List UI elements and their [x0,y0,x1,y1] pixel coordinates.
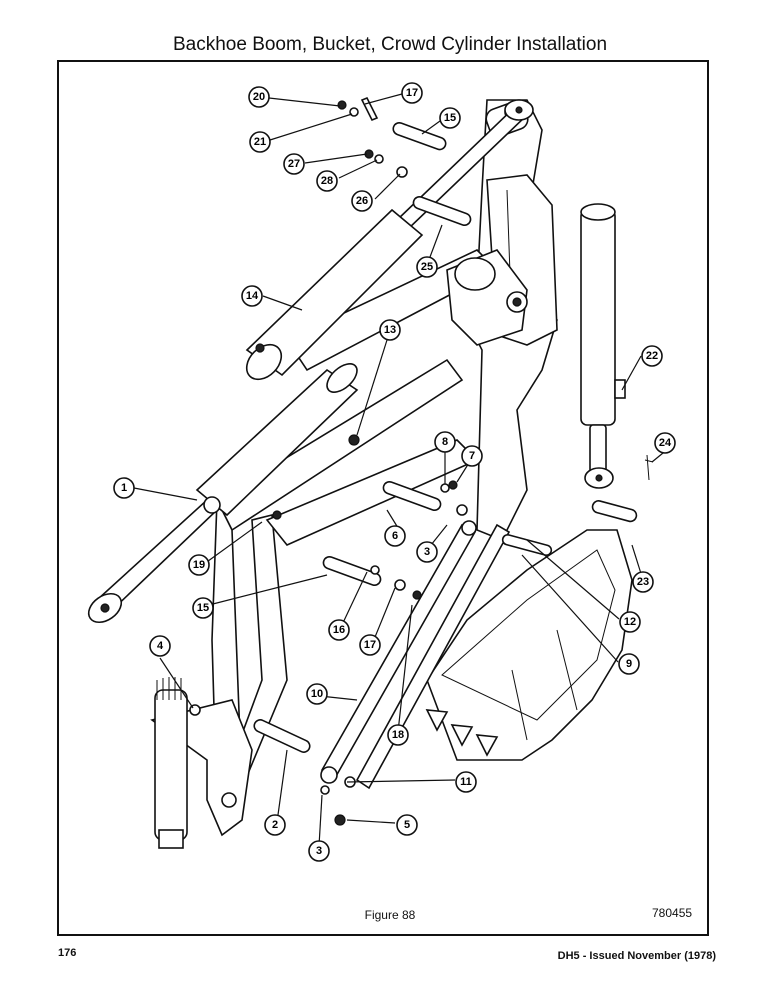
drawing-number: 780455 [652,906,693,920]
svg-text:12: 12 [624,616,636,628]
page-title: Backhoe Boom, Bucket, Crowd Cylinder Ins… [172,34,608,55]
callout-13: 13 [379,319,401,341]
svg-text:23: 23 [637,576,649,588]
svg-text:20: 20 [253,91,265,103]
svg-text:10: 10 [311,688,323,700]
bucket [425,529,633,761]
callout-24: 24 [654,432,676,454]
exploded-parts-diagram: 20 17 21 15 27 28 26 25 14 13 22 8 7 24 … [87,82,676,862]
callout-15: 15 [439,107,461,129]
bucket-links [320,520,511,790]
callout-8: 8 [434,431,456,453]
svg-text:2: 2 [272,819,278,831]
callout-3: 3 [308,840,330,862]
svg-text:26: 26 [356,195,368,207]
crowd-cylinder [245,99,534,381]
svg-text:18: 18 [392,729,404,741]
callout-4: 4 [149,635,171,657]
svg-text:3: 3 [424,546,430,558]
callout-17: 17 [401,82,423,104]
callout-14: 14 [241,285,263,307]
svg-text:1: 1 [121,482,127,494]
callout-3: 3 [416,541,438,563]
svg-text:3: 3 [316,845,322,857]
callout-5: 5 [396,814,418,836]
svg-text:14: 14 [246,290,259,302]
svg-text:28: 28 [321,175,333,187]
svg-text:22: 22 [646,350,658,362]
swing-casting [150,677,253,849]
svg-text:25: 25 [421,261,433,273]
callout-2: 2 [264,814,286,836]
svg-text:15: 15 [444,112,456,124]
callout-23: 23 [632,571,654,593]
callout-9: 9 [618,653,640,675]
callout-1: 1 [113,477,135,499]
callout-10: 10 [306,683,328,705]
svg-text:13: 13 [384,324,396,336]
svg-text:5: 5 [404,819,410,831]
callout-15: 15 [192,597,214,619]
svg-text:4: 4 [157,640,164,652]
callout-17: 17 [359,634,381,656]
boom-pivot-casting [446,249,528,346]
svg-text:6: 6 [392,530,398,542]
callout-18: 18 [387,724,409,746]
callout-11: 11 [455,771,477,793]
svg-text:15: 15 [197,602,209,614]
svg-text:8: 8 [442,436,448,448]
svg-text:11: 11 [460,776,472,788]
issue-footer: DH5 - Issued November (1978) [557,950,716,962]
callout-7: 7 [461,445,483,467]
callout-20: 20 [248,86,270,108]
svg-text:9: 9 [626,658,632,670]
svg-text:17: 17 [364,639,376,651]
svg-text:24: 24 [659,437,672,449]
boom-cylinder [87,363,359,624]
svg-text:27: 27 [288,158,300,170]
svg-text:21: 21 [254,136,266,148]
callout-21: 21 [249,131,271,153]
callout-6: 6 [384,525,406,547]
callout-22: 22 [641,345,663,367]
callout-25: 25 [416,256,438,278]
callout-12: 12 [619,611,641,633]
figure-caption: Figure 88 [364,908,416,922]
svg-text:17: 17 [406,87,418,99]
bucket-cylinder [580,203,626,489]
callout-28: 28 [316,170,338,192]
figure-frame [57,60,709,936]
callout-16: 16 [328,619,350,641]
svg-text:19: 19 [193,559,205,571]
page-number: 176 [58,947,77,959]
callout-19: 19 [188,554,210,576]
svg-text:16: 16 [333,624,345,636]
callout-27: 27 [283,153,305,175]
callout-26: 26 [351,190,373,212]
svg-text:7: 7 [469,450,475,462]
leader-lines [133,93,664,847]
